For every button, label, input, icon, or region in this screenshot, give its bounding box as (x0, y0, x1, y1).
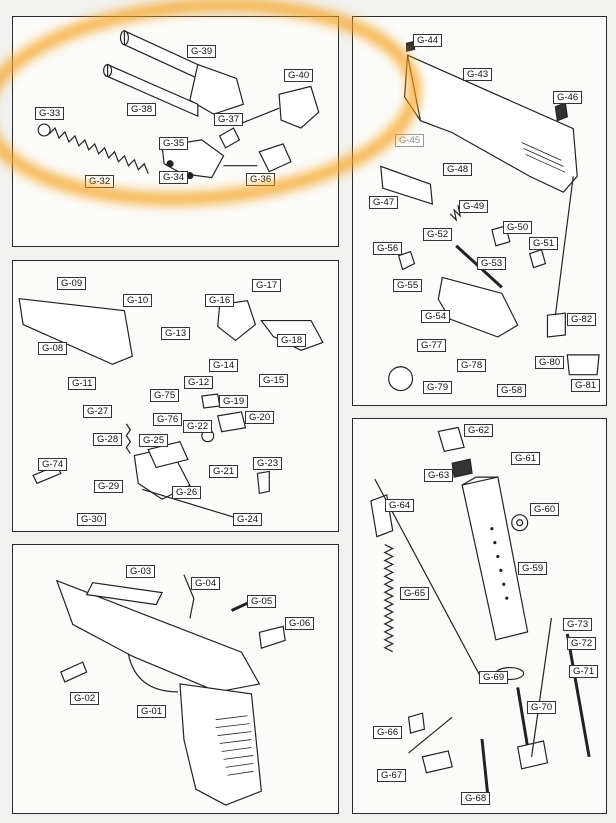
panel-slide: G-44 G-43 G-46 G-45 G-48 G-47 G-49 G-50 … (352, 16, 607, 406)
panel-magazine: G-62 G-63 G-61 G-64 G-60 G-59 G-65 G-73 … (352, 418, 607, 814)
part-label-g06[interactable]: G-06 (285, 617, 315, 630)
part-label-g67[interactable]: G-67 (377, 769, 407, 782)
part-label-g51[interactable]: G-51 (529, 237, 559, 250)
panel-barrel-recoil: G-39 G-40 G-38 G-37 G-33 G-35 G-32 G-34 … (12, 16, 339, 247)
part-label-g24[interactable]: G-24 (233, 513, 263, 526)
part-label-g53[interactable]: G-53 (477, 257, 507, 270)
part-label-g58[interactable]: G-58 (497, 384, 527, 397)
part-label-g03[interactable]: G-03 (126, 565, 156, 578)
part-label-g26[interactable]: G-26 (172, 486, 202, 499)
barrel-recoil-drawing (37, 29, 320, 180)
frame-drawing (55, 574, 286, 806)
part-label-g71[interactable]: G-71 (569, 665, 599, 678)
part-label-g56[interactable]: G-56 (373, 242, 403, 255)
part-label-g49[interactable]: G-49 (459, 200, 489, 213)
part-label-g45[interactable]: G-45 (395, 134, 425, 147)
part-label-g48[interactable]: G-48 (443, 163, 473, 176)
part-label-g73[interactable]: G-73 (563, 618, 593, 631)
part-label-g52[interactable]: G-52 (423, 228, 453, 241)
part-label-g01[interactable]: G-01 (137, 705, 167, 718)
part-label-g46[interactable]: G-46 (553, 91, 583, 104)
trigger-group-drawing (18, 298, 324, 518)
part-label-g09[interactable]: G-09 (57, 277, 87, 290)
part-label-g79[interactable]: G-79 (423, 381, 453, 394)
part-label-g40[interactable]: G-40 (284, 69, 314, 82)
part-label-g60[interactable]: G-60 (530, 503, 560, 516)
part-label-g08[interactable]: G-08 (38, 342, 68, 355)
part-label-g44[interactable]: G-44 (413, 34, 443, 47)
part-label-g25[interactable]: G-25 (139, 434, 169, 447)
part-label-g20[interactable]: G-20 (245, 411, 275, 424)
part-label-g62[interactable]: G-62 (464, 424, 494, 437)
part-label-g05[interactable]: G-05 (247, 595, 277, 608)
part-label-g63[interactable]: G-63 (424, 469, 454, 482)
part-label-g34[interactable]: G-34 (159, 171, 189, 184)
part-label-g04[interactable]: G-04 (191, 577, 221, 590)
part-label-g36[interactable]: G-36 (246, 173, 276, 186)
part-label-g21[interactable]: G-21 (209, 465, 239, 478)
part-label-g81[interactable]: G-81 (571, 379, 601, 392)
part-label-g33[interactable]: G-33 (35, 107, 65, 120)
part-label-g15[interactable]: G-15 (259, 374, 289, 387)
part-label-g13[interactable]: G-13 (161, 327, 191, 340)
part-label-g12[interactable]: G-12 (184, 376, 214, 389)
part-label-g22[interactable]: G-22 (183, 420, 213, 433)
part-label-g80[interactable]: G-80 (535, 356, 565, 369)
part-label-g77[interactable]: G-77 (417, 339, 447, 352)
part-label-g61[interactable]: G-61 (511, 452, 541, 465)
part-label-g76[interactable]: G-76 (153, 413, 183, 426)
part-label-g43[interactable]: G-43 (463, 68, 493, 81)
part-label-g29[interactable]: G-29 (94, 480, 124, 493)
part-label-g14[interactable]: G-14 (209, 359, 239, 372)
part-label-g37[interactable]: G-37 (214, 113, 244, 126)
part-label-g66[interactable]: G-66 (373, 726, 403, 739)
part-label-g16[interactable]: G-16 (205, 294, 235, 307)
part-label-g55[interactable]: G-55 (393, 279, 423, 292)
part-label-g35[interactable]: G-35 (159, 137, 189, 150)
part-label-g75[interactable]: G-75 (150, 389, 180, 402)
part-label-g64[interactable]: G-64 (385, 499, 415, 512)
part-label-g39[interactable]: G-39 (187, 45, 217, 58)
part-label-g78[interactable]: G-78 (457, 359, 487, 372)
part-label-g59[interactable]: G-59 (518, 562, 548, 575)
part-label-g28[interactable]: G-28 (93, 433, 123, 446)
panel-trigger-group: G-09 G-10 G-17 G-16 G-13 G-08 G-18 G-14 … (12, 260, 339, 532)
part-label-g27[interactable]: G-27 (83, 405, 113, 418)
part-label-g18[interactable]: G-18 (277, 334, 307, 347)
part-label-g74[interactable]: G-74 (38, 458, 68, 471)
part-label-g47[interactable]: G-47 (369, 196, 399, 209)
part-label-g10[interactable]: G-10 (123, 294, 153, 307)
part-label-g68[interactable]: G-68 (461, 792, 491, 805)
part-label-g72[interactable]: G-72 (567, 637, 597, 650)
part-label-g23[interactable]: G-23 (253, 457, 283, 470)
panel-frame: G-03 G-04 G-05 G-06 G-02 G-01 (12, 544, 339, 814)
part-label-g50[interactable]: G-50 (503, 221, 533, 234)
part-label-g19[interactable]: G-19 (219, 395, 249, 408)
part-label-g69[interactable]: G-69 (479, 671, 509, 684)
part-label-g65[interactable]: G-65 (400, 587, 430, 600)
part-label-g70[interactable]: G-70 (527, 701, 557, 714)
part-label-g02[interactable]: G-02 (70, 692, 100, 705)
part-label-g54[interactable]: G-54 (421, 310, 451, 323)
part-label-g82[interactable]: G-82 (567, 313, 597, 326)
part-label-g38[interactable]: G-38 (127, 103, 157, 116)
part-label-g32[interactable]: G-32 (85, 175, 115, 188)
part-label-g17[interactable]: G-17 (252, 279, 282, 292)
magazine-drawing (370, 426, 591, 797)
part-label-g30[interactable]: G-30 (77, 513, 107, 526)
part-label-g11[interactable]: G-11 (68, 377, 97, 390)
